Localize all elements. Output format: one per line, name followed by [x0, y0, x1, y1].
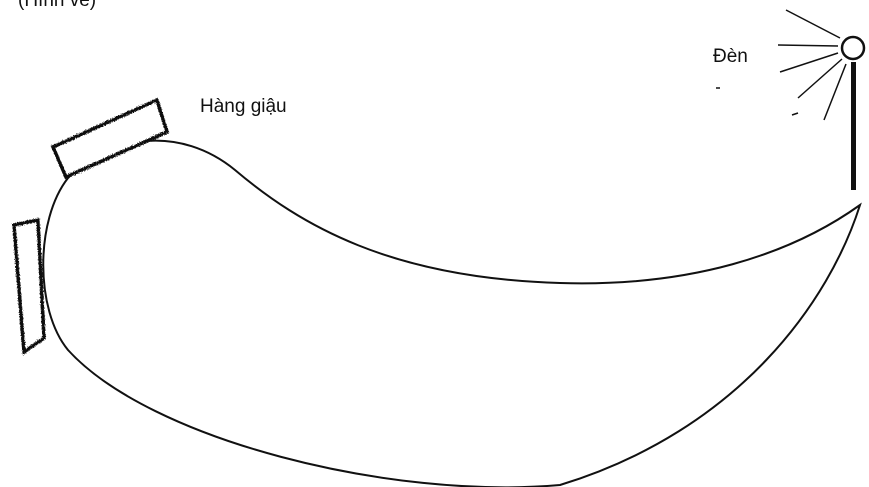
hedge-side-icon: [14, 220, 44, 352]
hedge-label: Hàng giậu: [200, 97, 287, 116]
lamp-icon: [778, 10, 864, 190]
lamp-label: Đèn: [713, 47, 748, 66]
garden-outline: [43, 141, 860, 487]
hedge-icon: [53, 100, 167, 177]
